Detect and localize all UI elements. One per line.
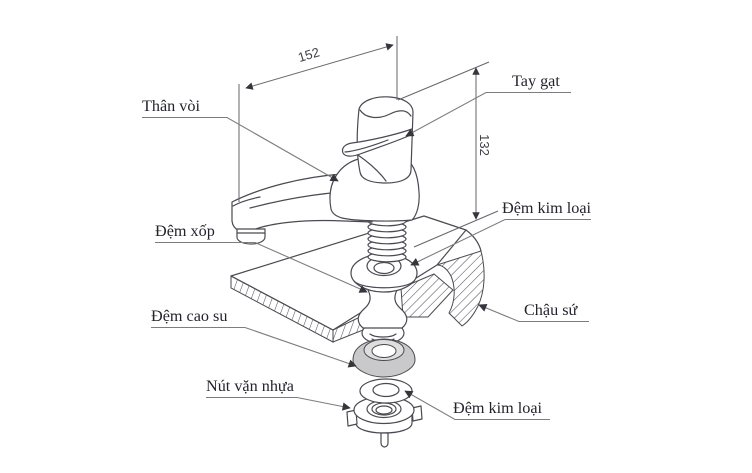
leader-tay-gat bbox=[405, 91, 571, 137]
label-dem-kim-loai-tren: Đệm kim loại bbox=[502, 199, 592, 217]
extension-line bbox=[397, 61, 490, 101]
leader-dem-kim-loai-duoi bbox=[404, 390, 550, 421]
leader-dem-cao-su bbox=[151, 326, 357, 368]
label-than-voi: Thân vòi bbox=[142, 97, 200, 115]
metal-washer-lower bbox=[359, 378, 413, 404]
dimension-132-value: 132 bbox=[477, 134, 492, 156]
label-dem-cao-su: Đệm cao su bbox=[151, 307, 227, 325]
foam-washer bbox=[357, 287, 408, 345]
lever-handle bbox=[341, 96, 414, 184]
dimension-152-line bbox=[245, 43, 394, 90]
extension-line bbox=[413, 210, 499, 248]
ceramic-basin bbox=[230, 215, 485, 343]
leader-nut-van-nhua bbox=[206, 396, 351, 411]
leader-than-voi bbox=[142, 116, 339, 182]
rubber-gasket bbox=[352, 338, 416, 378]
label-dem-kim-loai-duoi: Đệm kim loại bbox=[453, 399, 543, 417]
label-nut-van-nhua: Nút vặn nhựa bbox=[206, 377, 294, 395]
dimension-152: 152 bbox=[238, 36, 398, 202]
plastic-nut bbox=[346, 395, 423, 448]
dimension-152-value: 152 bbox=[296, 44, 321, 65]
leader-chau-su bbox=[478, 304, 589, 323]
dimension-132: 132 bbox=[397, 61, 499, 248]
leader-dem-kim-loai-tren bbox=[410, 218, 591, 266]
label-chau-su: Chậu sứ bbox=[524, 301, 579, 319]
label-dem-xop: Đệm xốp bbox=[155, 222, 215, 240]
threaded-shaft bbox=[367, 215, 407, 263]
label-tay-gat: Tay gạt bbox=[512, 72, 560, 90]
leader-dem-xop bbox=[155, 241, 368, 293]
callouts: Thân vòi Tay gạt Đệm xốp Đệm kim loại Ch… bbox=[142, 72, 592, 421]
